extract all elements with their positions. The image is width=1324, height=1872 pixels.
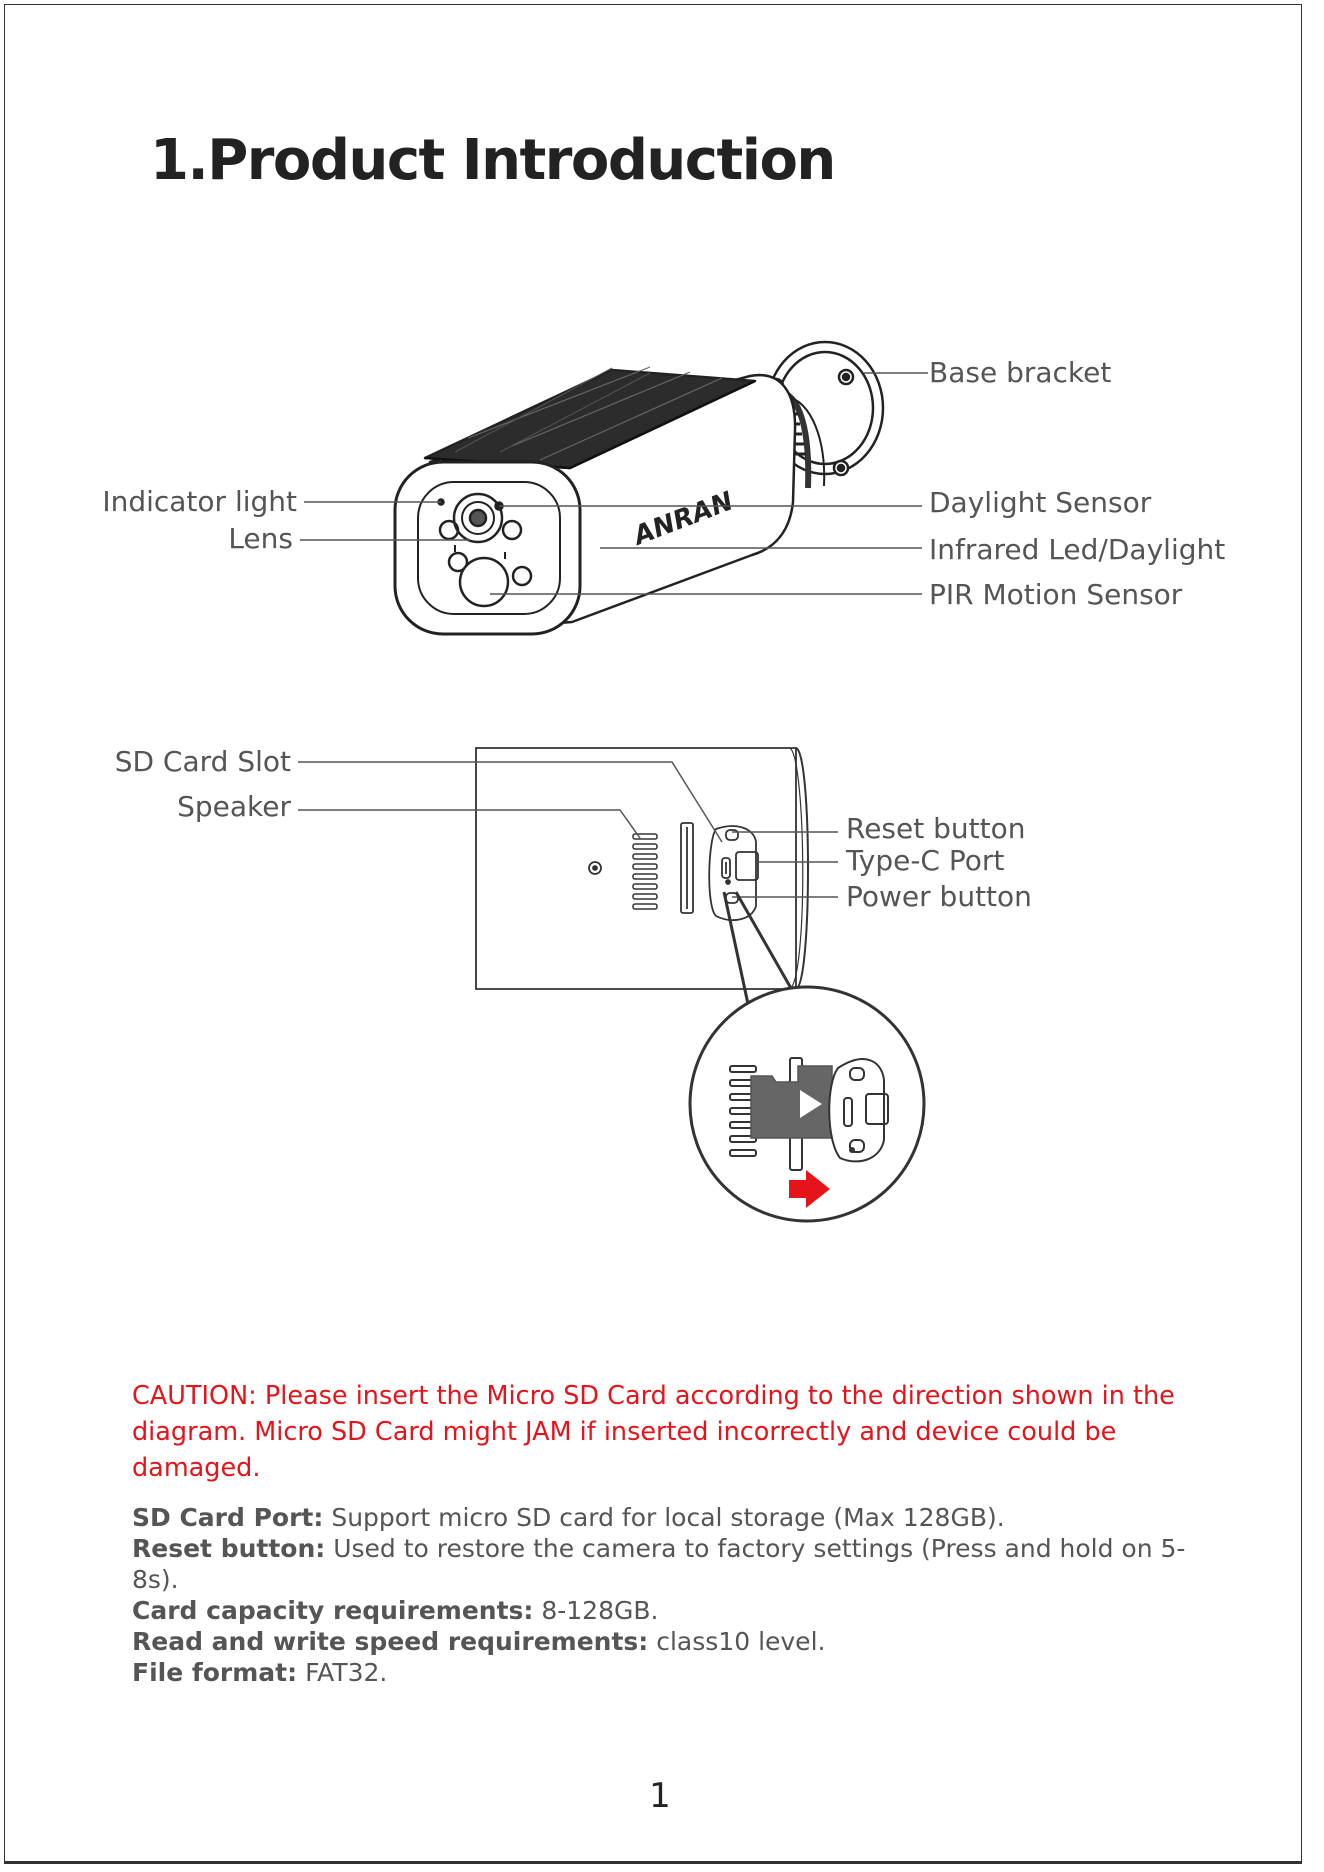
camera-leader-lines [300,372,928,595]
page-border [4,4,1302,1864]
label-indicator-light: Indicator light [102,485,297,518]
label-sd-card-slot: SD Card Slot [115,745,291,778]
label-pir-sensor: PIR Motion Sensor [929,578,1183,611]
spec-reset-button: Reset button: Used to restore the camera… [132,1534,1186,1594]
label-type-c-port: Type-C Port [845,844,1004,877]
label-infrared-led: Infrared Led/Daylight [929,533,1225,566]
caution-notice: CAUTION: Please insert the Micro SD Card… [132,1381,1175,1483]
label-lens: Lens [228,522,293,555]
label-speaker: Speaker [177,790,291,823]
camera-illustration [393,340,885,636]
label-reset-button: Reset button [846,812,1025,845]
camera-underside-view [475,747,809,990]
spec-file-format: File format: FAT32. [132,1658,388,1687]
zoom-callout [688,891,926,1223]
label-daylight-sensor: Daylight Sensor [929,486,1152,519]
spec-card-capacity: Card capacity requirements: 8-128GB. [132,1596,659,1625]
underside-leader-lines [298,761,838,898]
spec-sd-card-port: SD Card Port: Support micro SD card for … [132,1503,1005,1532]
speaker-grille [632,833,658,910]
page-number: 1 [649,1776,671,1816]
spec-read-write-speed: Read and write speed requirements: class… [132,1627,826,1656]
insert-direction-arrow [789,1170,830,1208]
label-power-button: Power button [846,880,1032,913]
specifications-list: SD Card Port: Support micro SD card for … [132,1502,1212,1688]
page-title: 1.Product Introduction [150,128,836,193]
label-base-bracket: Base bracket [929,356,1111,389]
micro-sd-card [750,1065,833,1139]
